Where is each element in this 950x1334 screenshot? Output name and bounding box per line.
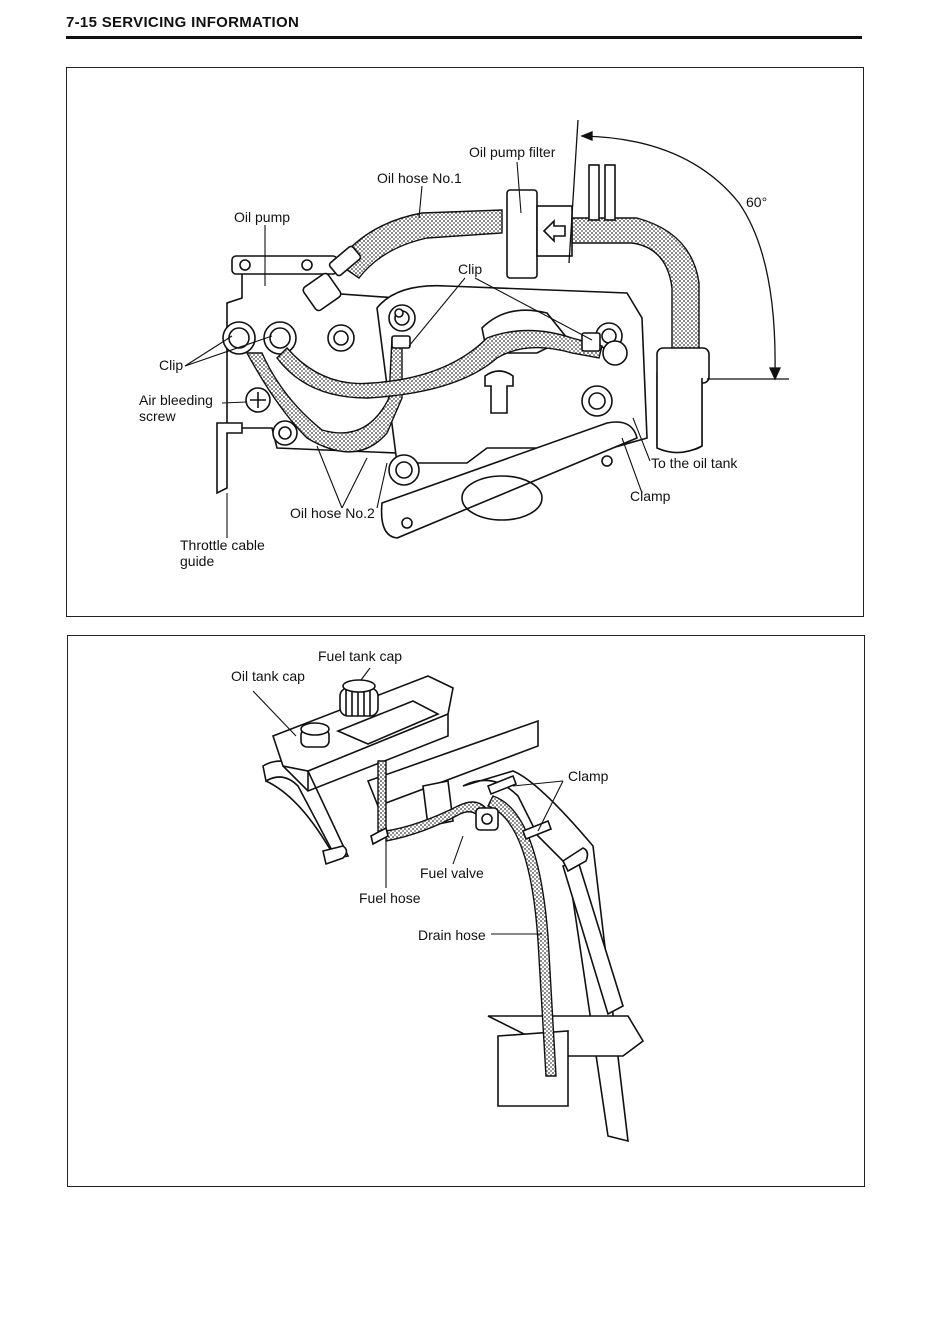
label-oil-tank-cap: Oil tank cap: [231, 668, 305, 684]
label-air-bleeding-screw-2: screw: [139, 408, 176, 424]
fuel-system-illustration: [68, 636, 864, 1186]
label-oil-hose-no1: Oil hose No.1: [377, 170, 462, 186]
label-drain-hose: Drain hose: [418, 927, 486, 943]
label-oil-hose-no2: Oil hose No.2: [290, 505, 375, 521]
label-to-the-oil-tank: To the oil tank: [651, 455, 737, 471]
label-angle-60: 60°: [746, 194, 767, 210]
header-rule: [66, 36, 862, 39]
label-clip-top: Clip: [458, 261, 482, 277]
label-air-bleeding-screw-1: Air bleeding: [139, 392, 213, 408]
label-clamp: Clamp: [568, 768, 608, 784]
label-fuel-tank-cap: Fuel tank cap: [318, 648, 402, 664]
label-clamp: Clamp: [630, 488, 670, 504]
label-clip-left: Clip: [159, 357, 183, 373]
page-header-title: 7-15 SERVICING INFORMATION: [66, 14, 299, 31]
label-throttle-cable-guide-2: guide: [180, 553, 214, 569]
label-fuel-hose: Fuel hose: [359, 890, 420, 906]
oil-pump-figure: Oil pump filter Oil hose No.1 Oil pump 6…: [66, 67, 864, 617]
label-oil-pump: Oil pump: [234, 209, 290, 225]
label-throttle-cable-guide-1: Throttle cable: [180, 537, 265, 553]
fuel-system-figure: Fuel tank cap Oil tank cap Clamp Fuel va…: [67, 635, 865, 1187]
oil-pump-illustration: [67, 68, 863, 616]
label-oil-pump-filter: Oil pump filter: [469, 144, 555, 160]
label-fuel-valve: Fuel valve: [420, 865, 484, 881]
